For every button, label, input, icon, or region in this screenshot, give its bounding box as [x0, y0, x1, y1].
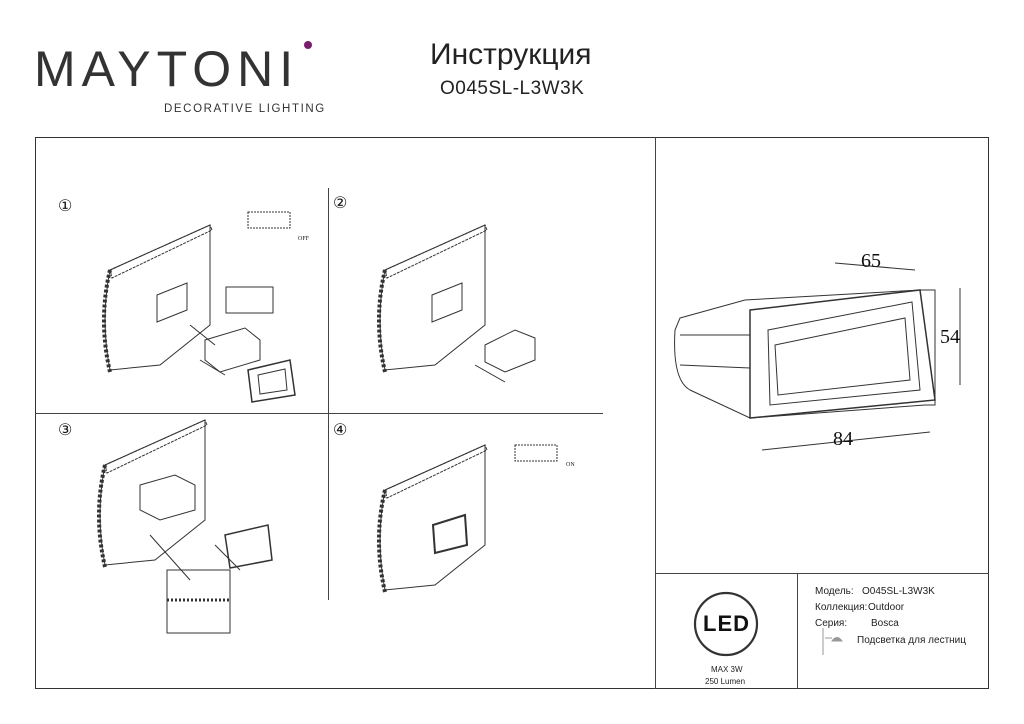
switch-on-label: ON	[566, 462, 575, 468]
model-label: Модель:	[815, 586, 854, 597]
step-4-number: ④	[333, 422, 348, 439]
page-title: Инструкция	[430, 38, 592, 71]
step-1-number: ①	[58, 198, 73, 215]
dimension-width: 65	[861, 250, 881, 272]
step-4-wall-illustration	[377, 444, 558, 593]
series-label: Серия:	[815, 618, 848, 629]
step-1-wall-illustration	[102, 211, 296, 403]
lumen: 250 Lumen	[705, 677, 746, 686]
usage-text: Подсветка для лестниц	[857, 635, 966, 646]
step-3-number: ③	[58, 422, 73, 439]
logo-accent-dot	[304, 41, 312, 49]
collection-label: Коллекция:	[815, 602, 868, 613]
divider-specs	[655, 573, 989, 575]
divider-vertical	[655, 137, 657, 689]
divider-steps-vertical	[328, 188, 329, 600]
stair-light-icon	[822, 628, 843, 655]
model-code: O045SL-L3W3K	[440, 78, 585, 99]
max-power: MAX 3W	[711, 665, 743, 674]
brand-tagline: DECORATIVE LIGHTING	[164, 103, 326, 115]
dimension-length: 84	[833, 428, 853, 450]
switch-off-label: OFF	[298, 236, 310, 242]
model-value: O045SL-L3W3K	[862, 586, 935, 597]
series-value: Bosca	[871, 618, 899, 629]
step-3-wall-illustration	[97, 419, 273, 634]
collection-value: Outdoor	[868, 602, 905, 613]
dimension-height: 54	[940, 326, 960, 348]
divider-steps-horizontal	[35, 413, 603, 414]
product-dimension-drawing	[674, 262, 961, 451]
led-badge-circle	[693, 591, 759, 657]
step-2-number: ②	[333, 195, 348, 212]
led-badge: LED	[703, 611, 750, 636]
brand-logo: MAYTONI	[34, 41, 300, 97]
divider-specs-vertical	[797, 573, 799, 689]
step-2-wall-illustration	[377, 224, 536, 383]
